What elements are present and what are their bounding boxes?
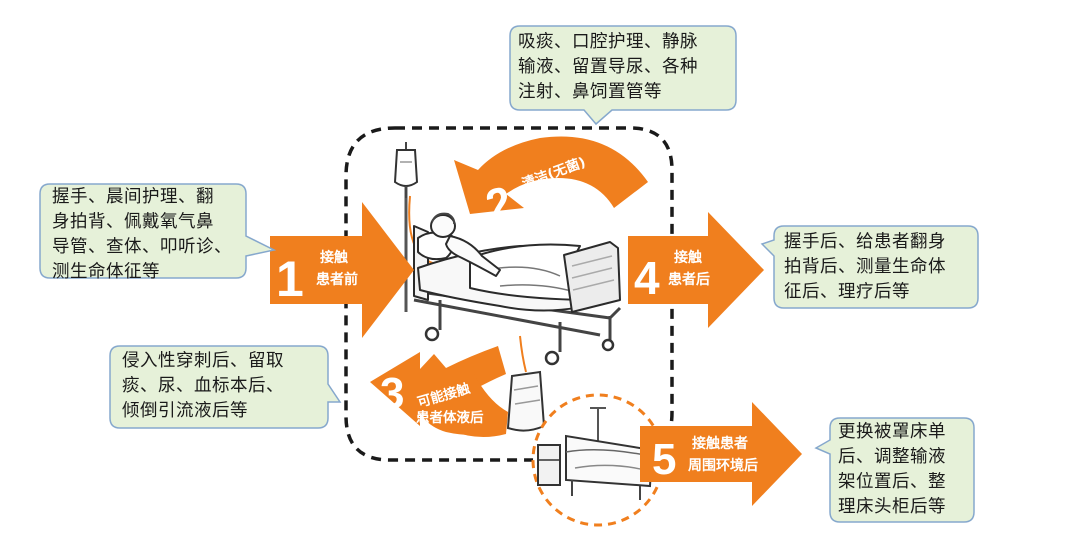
moment-4-label-line-1: 接触 [674,249,702,266]
moment-4-label-line-2: 患者后 [668,271,710,288]
bubble-5-shape [814,417,975,523]
moment-1-arrow [270,202,414,338]
moment-3-number: 3 [380,369,404,418]
bubble-4-text: 握手后、给患者翻身 拍背后、测量生命体 征后、理疗后等 [784,232,946,302]
hospital-bed-patient-icon [404,152,622,366]
moment-4-arrow [628,212,764,328]
moment-5-number: 5 [652,435,676,484]
bubble-1-shape [39,183,277,279]
bubble-3-shape [109,345,342,429]
moment-4-number: 4 [634,252,660,304]
urine-drainage-bag-icon [506,335,546,432]
bubble-3-text: 侵入性穿刺后、留取 痰、尿、血标本后、 倾倒引流液后等 [122,351,284,421]
moment-3-label-line-2: 患者体液后 [416,409,484,426]
iv-drip-bag-icon [393,142,419,198]
moment-5-arrow [640,402,802,506]
moment-1-label-line-1: 接触 [320,249,348,266]
moment-5-label-line-1: 接触患者 [692,435,748,452]
bubble-5-text: 更换被罩床单 后、调整输液 架位置后、整 理床头柜后等 [838,422,946,517]
moment-5-label-line-2: 周围环境后 [688,457,758,474]
moment-2-arrow [454,136,648,214]
moment-1-number: 1 [276,251,304,307]
bubble-4-shape [760,225,979,309]
bubble-2-text: 吸痰、口腔护理、静脉 输液、留置导尿、各种 注射、鼻饲置管等 [518,32,698,102]
moment-1-label-line-2: 患者前 [316,271,358,288]
bedside-environment-icon [531,393,665,527]
moment-3-arrow-head [370,352,508,437]
bubble-2-shape [509,25,737,126]
bubble-1-text: 握手、晨间护理、翻 身拍背、佩戴氧气鼻 导管、查体、叩听诊、 测生命体征等 [52,187,232,282]
